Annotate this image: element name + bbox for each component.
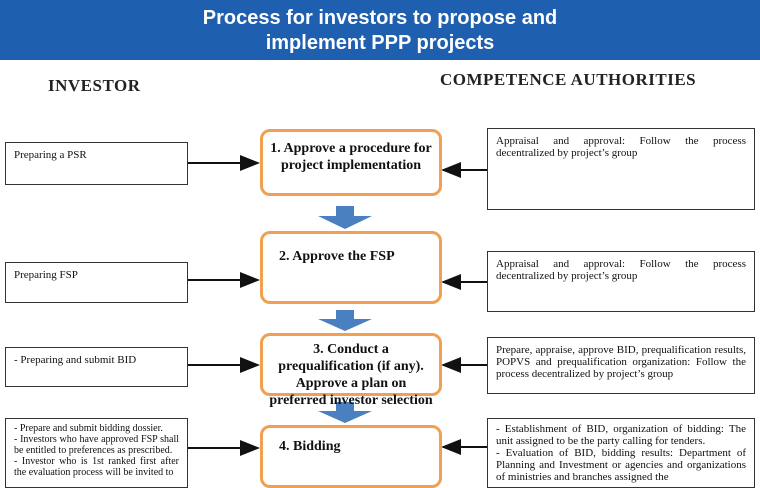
step-4-bidding: 4. Bidding: [260, 425, 442, 488]
investor-box-2: Preparing FSP: [5, 262, 188, 303]
authority-box-1: Appraisal and approval: Follow the proce…: [487, 128, 755, 210]
step-3-prequalification: 3. Conduct a prequalification (if any). …: [260, 333, 442, 408]
investor-box-4: - Prepare and submit bidding dossier. - …: [5, 418, 188, 488]
investor-box-1: Preparing a PSR: [5, 142, 188, 185]
authority-box-2: Appraisal and approval: Follow the proce…: [487, 251, 755, 312]
down-arrow-1: [318, 206, 372, 229]
investor-heading: INVESTOR: [48, 76, 141, 95]
authority-box-4: - Establishment of BID, organization of …: [487, 418, 755, 488]
authorities-heading: COMPETENCE AUTHORITIES: [440, 70, 697, 89]
down-arrow-3: [318, 402, 372, 423]
authority-box-3: Prepare, appraise, approve BID, prequali…: [487, 337, 755, 394]
down-arrow-2: [318, 310, 372, 331]
investor-box-3: - Preparing and submit BID: [5, 347, 188, 387]
title-line-1: Process for investors to propose and: [202, 7, 558, 29]
title-banner: Process for investors to propose and imp…: [0, 0, 760, 60]
title-line-2: implement PPP projects: [265, 32, 495, 54]
step-1-approve-procedure: 1. Approve a procedure for project imple…: [260, 129, 442, 196]
step-2-approve-fsp: 2. Approve the FSP: [260, 231, 442, 304]
